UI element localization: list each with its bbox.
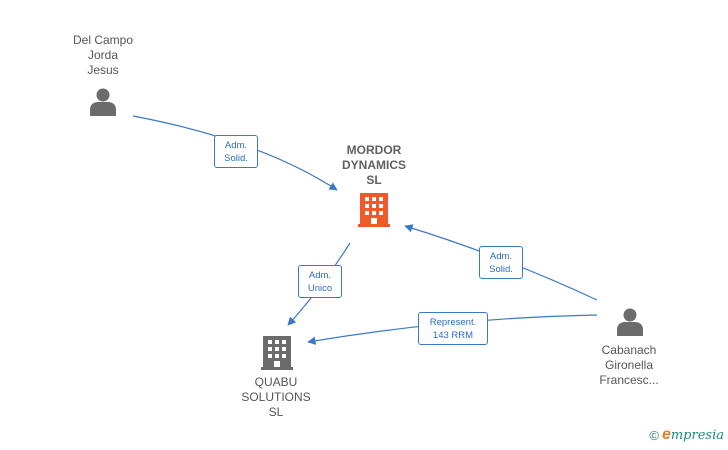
edge-label-adm-solid-2: Adm. Solid. — [479, 246, 523, 279]
edge-label-represent: Represent. 143 RRM — [418, 312, 488, 345]
empresia-logo-text: mpresia — [670, 427, 724, 443]
node-label-quabu-solutions[interactable]: QUABU SOLUTIONS SL — [241, 375, 311, 419]
copyright-symbol: © — [649, 427, 659, 443]
person-icon[interactable] — [90, 88, 116, 117]
node-label-cabanach[interactable]: Cabanach Gironella Francesc... — [599, 343, 659, 387]
node-label-mordor-dynamics[interactable]: MORDOR DYNAMICS SL — [341, 143, 406, 187]
edge-label-adm-unico: Adm. Unico — [298, 265, 342, 298]
edge-label-adm-solid-1: Adm. Solid. — [214, 135, 258, 168]
building-icon[interactable] — [358, 193, 390, 227]
node-label-del-campo[interactable]: Del Campo Jorda Jesus — [72, 33, 134, 77]
empresia-logo-initial: e — [661, 426, 671, 443]
person-icon[interactable] — [617, 308, 643, 337]
building-icon[interactable] — [261, 336, 293, 370]
